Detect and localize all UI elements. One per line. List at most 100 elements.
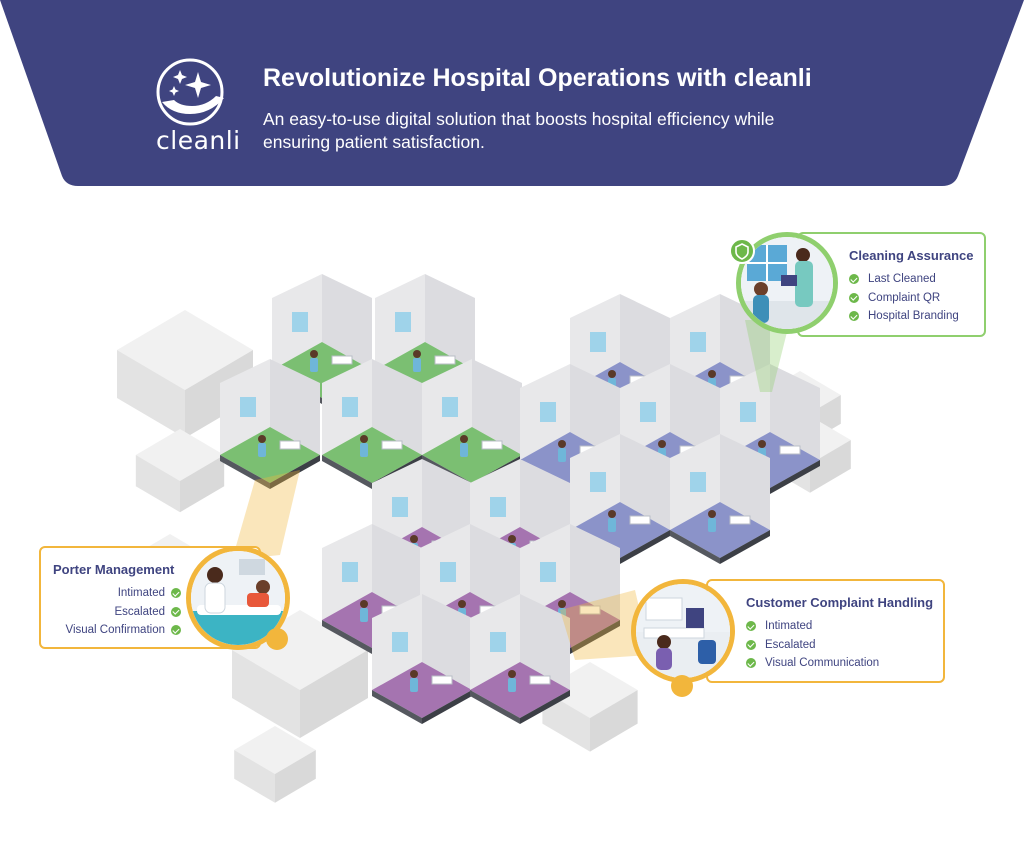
highlight-beam <box>745 320 790 392</box>
room-person <box>360 600 368 608</box>
bg-cube <box>590 690 638 752</box>
bg-cube <box>117 350 185 438</box>
room-base <box>372 690 422 724</box>
room-wall <box>372 524 422 620</box>
bg-cube <box>542 690 590 752</box>
room-person <box>708 370 716 378</box>
room-window <box>490 497 506 517</box>
bg-cube <box>275 750 316 803</box>
room-wall <box>520 594 570 690</box>
highlight-beam <box>560 590 650 660</box>
room-window <box>540 562 556 582</box>
feature-item: Hospital Branding <box>849 307 959 326</box>
cleaning-bubble <box>736 232 838 334</box>
room-person <box>360 435 368 443</box>
room-window <box>392 632 408 652</box>
room-person <box>558 440 566 448</box>
brand-wordmark: cleanli <box>156 126 241 155</box>
banner-shape <box>0 0 1024 186</box>
room-wall <box>425 274 475 370</box>
porter-marker <box>266 628 288 650</box>
room-person <box>360 443 368 457</box>
room-furniture <box>381 440 403 450</box>
bg-cube <box>135 455 180 513</box>
room-base <box>422 690 472 724</box>
feature-item: Complaint QR <box>849 289 959 308</box>
check-icon <box>171 588 181 599</box>
room-person <box>608 518 616 532</box>
room-wall <box>570 364 620 460</box>
room-person <box>410 678 418 692</box>
room-person <box>258 435 266 443</box>
check-icon <box>849 311 859 322</box>
room-person <box>460 435 468 443</box>
room-wall <box>720 434 770 530</box>
room-person <box>310 350 318 358</box>
room-base <box>220 455 270 489</box>
room-wall <box>270 359 320 455</box>
room-window <box>740 402 756 422</box>
room-base <box>570 620 620 654</box>
feature-item: Intimated <box>53 584 181 603</box>
room-window <box>590 332 606 352</box>
room-furniture <box>529 675 551 685</box>
room-window <box>342 562 358 582</box>
room-person <box>410 535 418 543</box>
room-window <box>540 402 556 422</box>
card-title: Customer Complaint Handling <box>746 595 934 610</box>
room-furniture <box>331 355 353 365</box>
room-person <box>658 440 666 448</box>
card-title: Cleaning Assurance <box>849 248 974 263</box>
sparkle-hand-logo-icon <box>150 58 236 158</box>
room-wall <box>620 294 670 390</box>
room-furniture <box>579 605 601 615</box>
feature-item: Intimated <box>746 617 879 636</box>
check-icon <box>746 639 756 650</box>
room-furniture <box>629 515 651 525</box>
room-wall <box>570 524 620 620</box>
check-icon <box>746 621 756 632</box>
feature-item: Last Cleaned <box>849 270 959 289</box>
check-icon <box>746 658 756 669</box>
room-wall <box>422 594 472 690</box>
room-person <box>458 600 466 608</box>
room-person <box>410 670 418 678</box>
room-base <box>670 530 720 564</box>
room-base <box>322 455 372 489</box>
bg-cube <box>810 440 851 493</box>
check-icon <box>849 274 859 285</box>
page-subtitle: An easy-to-use digital solution that boo… <box>263 109 775 152</box>
room-window <box>342 397 358 417</box>
room-window <box>690 472 706 492</box>
room-base <box>620 530 670 564</box>
room-window <box>240 397 256 417</box>
room-base <box>720 530 770 564</box>
room-wall <box>470 524 520 620</box>
check-icon <box>171 625 181 636</box>
complaint-handling-card: Customer Complaint Handling Intimated Es… <box>706 579 945 683</box>
room-base <box>520 690 570 724</box>
room-base <box>322 620 372 654</box>
room-window <box>590 472 606 492</box>
room-window <box>440 562 456 582</box>
room-person <box>360 608 368 622</box>
room-person <box>310 358 318 372</box>
room-base <box>270 455 320 489</box>
complaint-bubble <box>631 579 735 683</box>
room-window <box>442 397 458 417</box>
header-banner: cleanli Revolutionize Hospital Operation… <box>0 0 1024 186</box>
feature-item: Escalated <box>53 603 181 622</box>
room-window <box>292 312 308 332</box>
room-wall <box>620 434 670 530</box>
bg-cube <box>232 650 300 738</box>
bg-cube <box>234 750 275 803</box>
check-icon <box>849 292 859 303</box>
room-window <box>395 312 411 332</box>
room-wall <box>372 359 422 455</box>
room-window <box>640 402 656 422</box>
room-person <box>508 535 516 543</box>
room-wall <box>770 364 820 460</box>
room-furniture <box>481 440 503 450</box>
room-person <box>608 510 616 518</box>
room-furniture <box>729 515 751 525</box>
